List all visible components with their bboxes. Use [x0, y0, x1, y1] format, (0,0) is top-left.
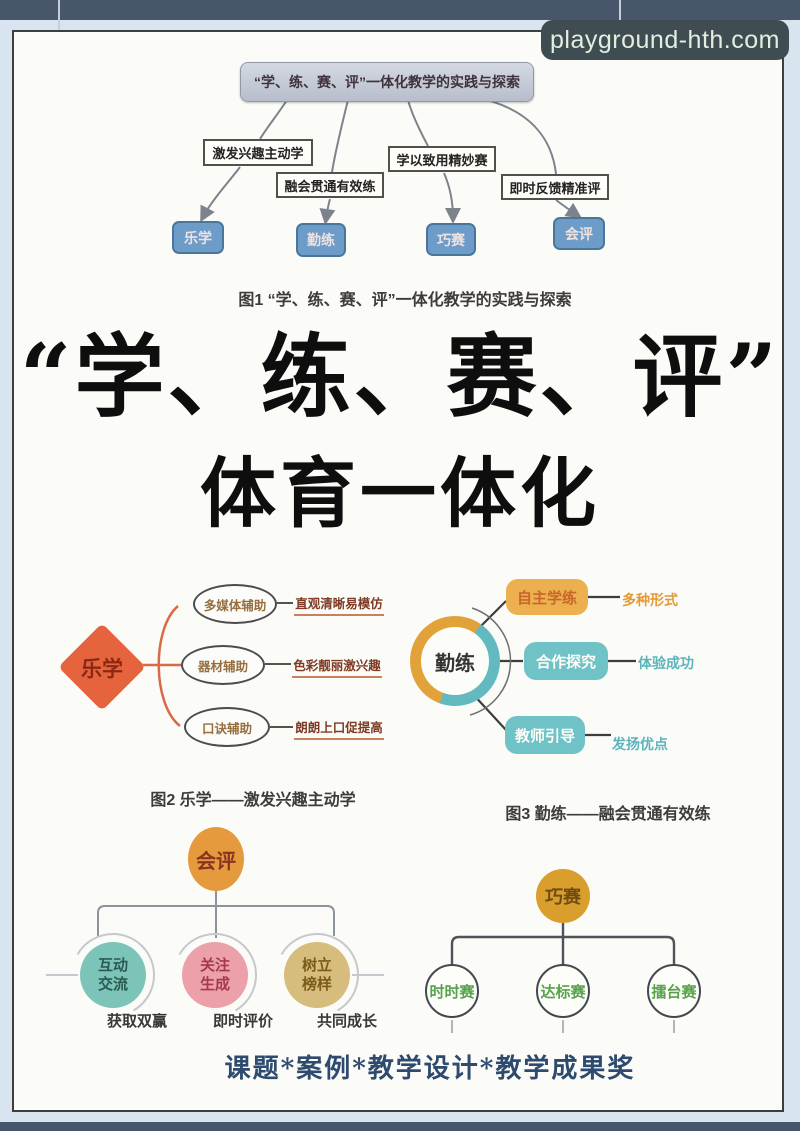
figure4-node-label: 关注生成: [199, 956, 230, 994]
figure2-node: 器材辅助: [181, 645, 265, 685]
footer-text: 课题*案例*教学设计*教学成果奖: [224, 1054, 636, 1084]
figure5-node: 擂台赛: [647, 964, 701, 1018]
figure5-node: 达标赛: [536, 964, 590, 1018]
figure1-branch-label: 激发兴趣主动学: [203, 139, 313, 166]
figure4-node: 关注生成: [182, 942, 248, 1008]
figure1-node: 会评: [553, 217, 605, 250]
figure5-node: 时时赛: [425, 964, 479, 1018]
top-frame-bar: [0, 0, 800, 20]
figure1-title-box: “学、练、赛、评”一体化教学的实践与探索: [240, 62, 534, 102]
watermark-badge: playground-hth.com: [541, 20, 789, 60]
figure3-node: 合作探究: [524, 642, 608, 680]
figure4-node-label: 互动交流: [97, 956, 128, 994]
figure4-root-circle: 会评: [188, 827, 244, 891]
figure3-desc: 体验成功: [638, 655, 694, 671]
figure1-node: 勤练: [296, 223, 346, 257]
watermark-text: playground-hth.com: [550, 25, 780, 54]
figure1-branch-label: 即时反馈精准评: [501, 174, 609, 200]
figure3-node: 自主学练: [506, 579, 588, 615]
figure4-node: 互动交流: [80, 942, 146, 1008]
figure1-branch-label: 融会贯通有效练: [276, 172, 384, 198]
figure1-branch-label: 学以致用精妙赛: [388, 146, 496, 172]
figure2-desc: 直观清晰易模仿: [294, 593, 384, 616]
figure2-root-label: 乐学: [81, 658, 123, 681]
figure2-node: 口诀辅助: [184, 707, 270, 747]
figure2-desc: 朗朗上口促提高: [294, 717, 384, 740]
figure4-node-label: 树立榜样: [301, 956, 332, 994]
figure3-desc: 多种形式: [622, 592, 678, 608]
background-line: [58, 0, 60, 30]
figure2-node: 多媒体辅助: [193, 584, 277, 624]
figure4-node: 树立榜样: [284, 942, 350, 1008]
figure3-desc: 发扬优点: [612, 736, 668, 752]
figure4-desc: 获取双赢: [106, 1013, 167, 1030]
figure1-node: 巧赛: [426, 223, 476, 256]
figure4-desc: 共同成长: [316, 1013, 377, 1030]
figure3-root-ring: 勤练: [410, 616, 500, 706]
headline-line2: 体育一体化: [200, 449, 600, 538]
figure4-desc: 即时评价: [212, 1013, 273, 1030]
figure3-root-label: 勤练: [421, 627, 489, 695]
background-line: [619, 0, 621, 28]
headline-line1: “学、练、赛、评”: [19, 324, 781, 430]
figure2-desc: 色彩靓丽激兴趣: [292, 655, 382, 678]
bottom-frame-bar: [0, 1122, 800, 1131]
figure5-root-circle: 巧赛: [536, 869, 590, 923]
figure2-caption: 图2 乐学——激发兴趣主动学: [150, 792, 356, 809]
figure3-caption: 图3 勤练——融会贯通有效练: [505, 806, 711, 823]
figure1-caption: 图1 “学、练、赛、评”一体化教学的实践与探索: [238, 292, 572, 309]
figure3-node: 教师引导: [505, 716, 585, 754]
figure1-node: 乐学: [172, 221, 224, 254]
